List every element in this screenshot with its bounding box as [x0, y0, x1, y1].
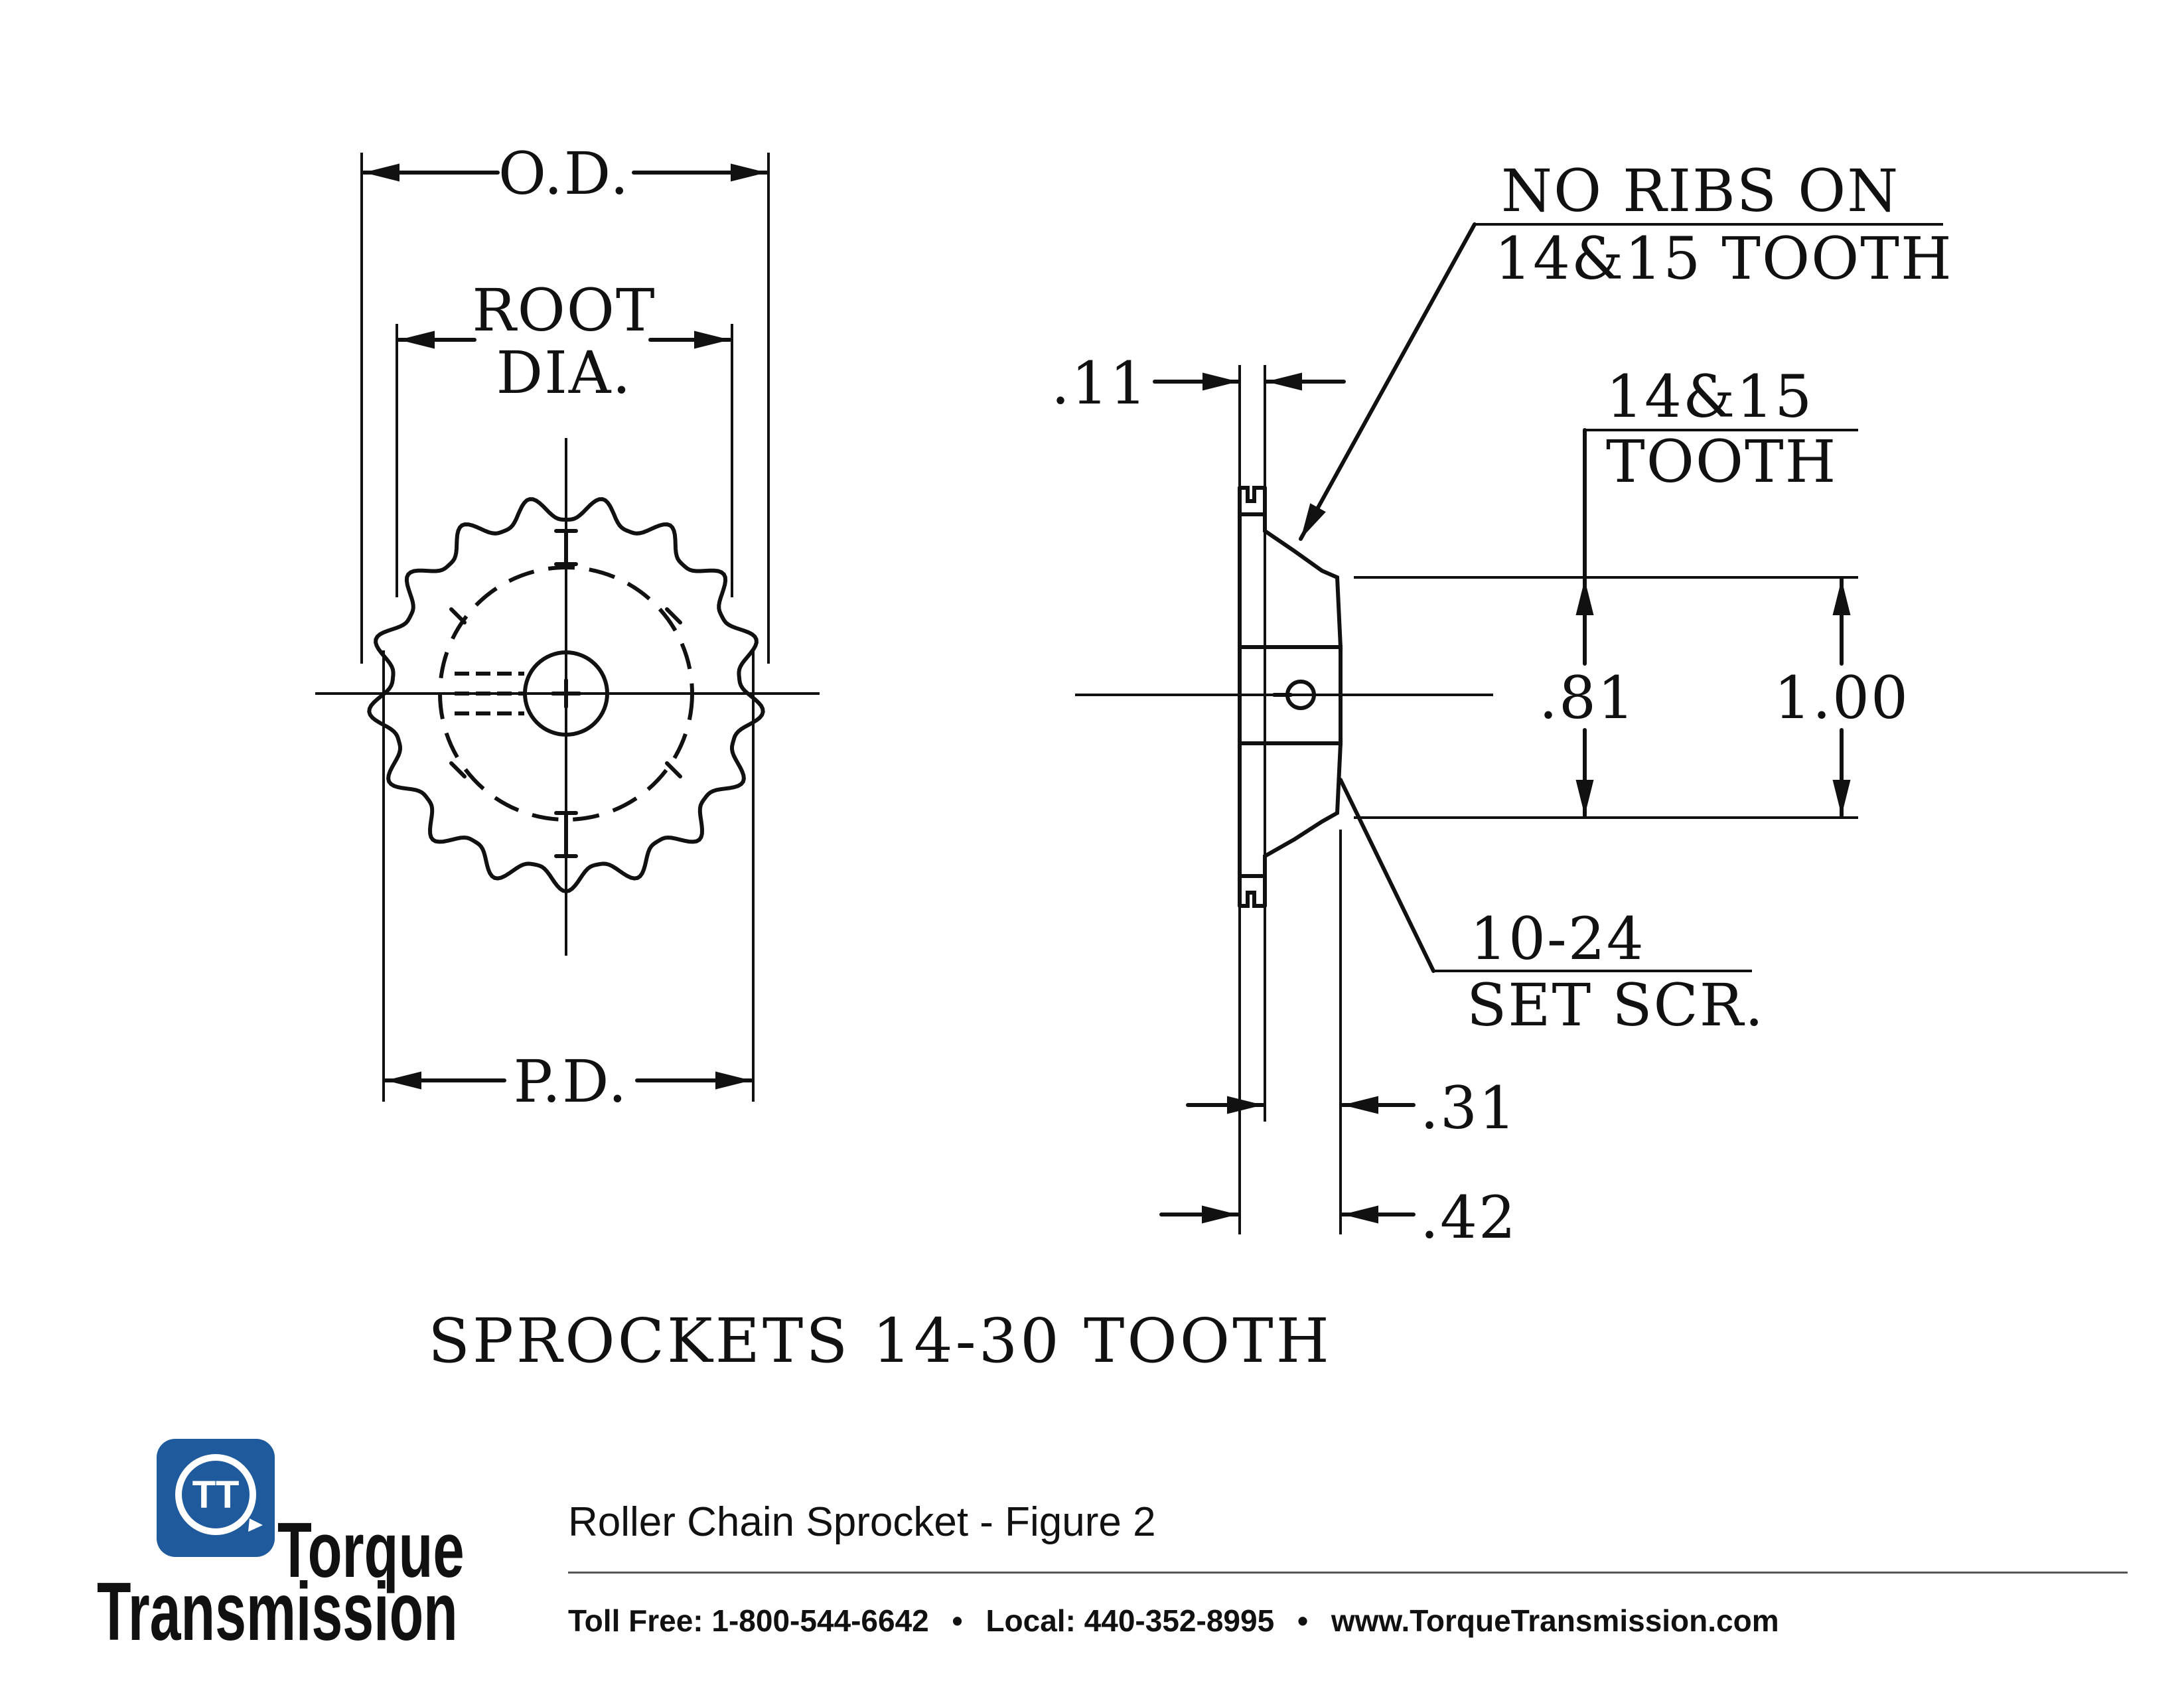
contact-line: Toll Free: 1-800-544-6642 • Local: 440-3… — [568, 1603, 1779, 1639]
tt-circle-icon: TT — [175, 1454, 263, 1535]
setscrew-line1: 10-24 — [1470, 905, 1645, 973]
logo-badge-text: TT — [192, 1473, 240, 1516]
local-number: Local: 440-352-8995 — [985, 1603, 1275, 1638]
bullet-separator: • — [952, 1603, 963, 1638]
sprocket-section — [1238, 486, 1343, 908]
hub-dashed-circle — [438, 565, 694, 822]
pd-dimension: P.D. — [384, 1047, 753, 1116]
dim-42-label: .42 — [1420, 1183, 1517, 1252]
no-ribs-line1: NO RIBS ON — [1501, 157, 1899, 225]
bore-circle — [523, 650, 609, 737]
dim-31-label: .31 — [1420, 1074, 1517, 1142]
drawing-caption: SPROCKETS 14-30 TOOTH — [428, 1305, 1332, 1376]
keyway-hidden-lines — [455, 672, 524, 715]
dim-31: .31 — [1186, 1074, 1517, 1142]
setscrew-line2: SET SCR. — [1467, 971, 1765, 1039]
toll-free-number: Toll Free: 1-800-544-6642 — [568, 1603, 929, 1638]
front-view: O.D. ROOT DIA. — [315, 139, 820, 1116]
logo-word-transmission: Transmission — [97, 1566, 458, 1658]
setscrew-note: 10-24 SET SCR. — [1339, 778, 1765, 1039]
set-screw-marks — [449, 529, 682, 858]
bullet-separator: • — [1297, 1603, 1309, 1638]
sprocket-drawing: O.D. ROOT DIA. — [315, 139, 1953, 1376]
tooth-note: 14&15 TOOTH — [1585, 362, 1858, 496]
website-link[interactable]: www.TorqueTransmission.com — [1331, 1603, 1779, 1638]
footer-divider — [568, 1572, 2128, 1574]
figure-title: Roller Chain Sprocket - Figure 2 — [568, 1499, 1156, 1545]
logo-word-torque: Torque — [277, 1507, 465, 1594]
dim-42: .42 — [1159, 1183, 1517, 1252]
od-dimension: O.D. — [362, 139, 768, 208]
pd-label: P.D. — [514, 1047, 628, 1116]
dim-81: .81 — [1539, 428, 1636, 818]
no-ribs-line2: 14&15 TOOTH — [1494, 224, 1953, 293]
root-dia-dimension: ROOT DIA. — [397, 276, 732, 407]
torque-transmission-logo: TT Torque Transmission — [93, 1439, 484, 1658]
tooth-note-line2: TOOTH — [1606, 427, 1837, 496]
dim-11-label: .11 — [1051, 349, 1148, 417]
dim-11: .11 — [1051, 349, 1346, 417]
no-ribs-note: NO RIBS ON 14&15 TOOTH — [1299, 157, 1953, 541]
root-dia-label-line1: ROOT — [472, 276, 656, 344]
side-view: .11 NO RIBS ON 14&15 TOOTH 14&15 TOOTH .… — [1051, 157, 1953, 1252]
dim-100-label: 1.00 — [1774, 664, 1909, 732]
sprocket-tooth-profile — [367, 497, 765, 894]
od-label: O.D. — [498, 139, 630, 208]
logo-badge: TT — [157, 1439, 275, 1557]
tooth-note-line1: 14&15 — [1606, 362, 1813, 431]
root-dia-label-line2: DIA. — [496, 338, 632, 407]
dim-100: 1.00 — [1774, 577, 1909, 818]
dim-81-label: .81 — [1539, 664, 1636, 732]
